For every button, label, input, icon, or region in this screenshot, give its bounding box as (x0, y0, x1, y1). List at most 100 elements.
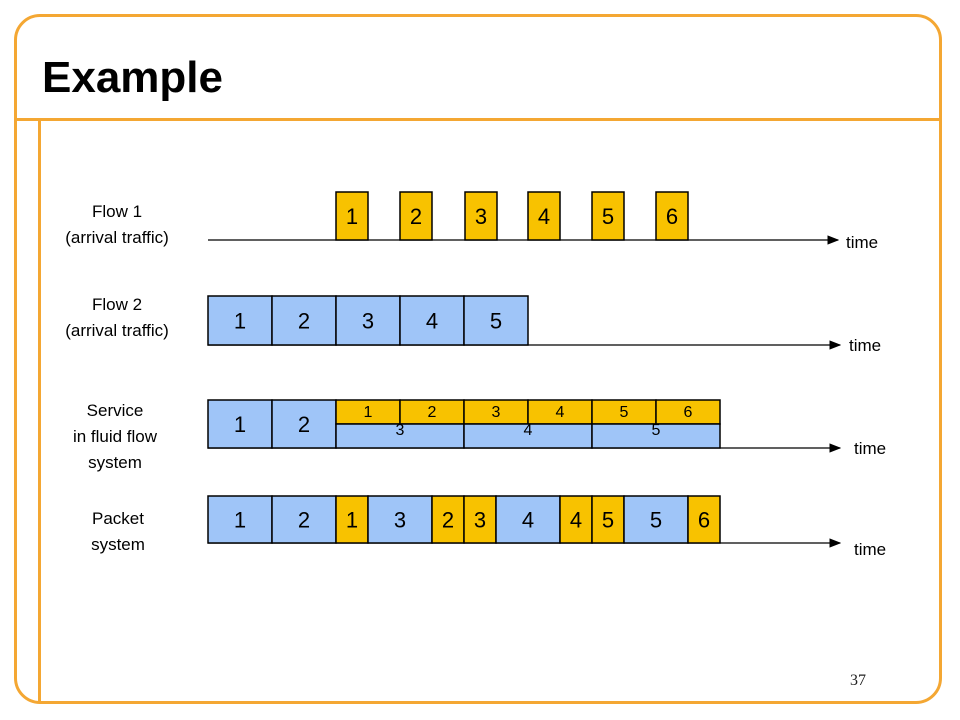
flow2-packet: 5 (463, 295, 529, 346)
flow2-label-line2: (arrival traffic) (65, 321, 169, 340)
fluid-flow1-shared-label: 1 (364, 404, 373, 421)
packet-system-packet: 1 (207, 495, 273, 544)
flow2-packet: 4 (399, 295, 465, 346)
fluid-flow1-shared: 6 (655, 399, 721, 425)
flow2-packet-label: 5 (490, 308, 502, 333)
fluid-label: Service in fluid flow system (35, 398, 195, 476)
packet-system-packet: 6 (687, 495, 721, 544)
packet-system-packet-label: 4 (522, 507, 534, 532)
flow1-packet-rect (591, 191, 625, 241)
flow2-packet: 2 (271, 295, 337, 346)
packet-system-packet: 4 (495, 495, 561, 544)
flow2-label: Flow 2 (arrival traffic) (37, 292, 197, 344)
fluid-flow2-shared: 4 (463, 422, 593, 449)
flow2-packet-label: 3 (362, 308, 374, 333)
packet-system-packet-label: 3 (394, 507, 406, 532)
fluid-flow1-shared-rect (527, 399, 593, 425)
packet-system-packet-label: 6 (698, 507, 710, 532)
fluid-flow1-shared-label: 2 (428, 404, 437, 421)
flow2-time-label: time (849, 336, 882, 355)
packet-label-line1: Packet (92, 509, 144, 528)
packet-system-packet-label: 2 (442, 507, 454, 532)
flow1-packet-rect (464, 191, 498, 241)
packet-system-packet-label: 1 (234, 507, 246, 532)
packet-system-packet-rect (623, 495, 689, 544)
flow1-packet: 3 (464, 191, 498, 241)
flow1-time-label: time (846, 233, 879, 252)
packet-system-packet-rect (271, 495, 337, 544)
title-divider (16, 118, 940, 121)
packet-system-packet: 3 (463, 495, 497, 544)
fluid-flow1-shared: 2 (399, 399, 465, 425)
fluid-flow2-full: 2 (271, 399, 337, 449)
page-number: 37 (850, 672, 866, 689)
packet-system-packet: 4 (559, 495, 593, 544)
fluid-flow2-full: 1 (207, 399, 273, 449)
fluid-flow2-shared: 5 (591, 422, 721, 449)
packet-system-packet-rect (335, 495, 369, 544)
packet-system-packet-label: 3 (474, 507, 486, 532)
packet-system-packet-label: 4 (570, 507, 582, 532)
fluid-flow1-shared-rect (655, 399, 721, 425)
fluid-time-label: time (854, 439, 887, 458)
packet-system-packet-rect (591, 495, 625, 544)
fluid-flow2-shared-label: 4 (524, 422, 533, 439)
flow1-packet: 5 (591, 191, 625, 241)
fluid-flow1-shared-label: 5 (620, 404, 629, 421)
left-accent-line (38, 121, 41, 703)
flow1-packet: 1 (335, 191, 369, 241)
packet-time-label: time (854, 540, 887, 559)
fluid-flow1-shared: 1 (335, 399, 401, 425)
packet-system-packet: 3 (367, 495, 433, 544)
flow1-packet-label: 1 (346, 204, 358, 229)
slide-frame (14, 14, 942, 704)
fluid-flow1-shared: 3 (463, 399, 529, 425)
flow2-packet-label: 2 (298, 308, 310, 333)
fluid-flow2-shared-label: 3 (396, 422, 405, 439)
flow2-packet-rect (335, 295, 401, 346)
flow2-packet-rect (207, 295, 273, 346)
flow1-packet: 6 (655, 191, 689, 241)
flow1-label: Flow 1 (arrival traffic) (37, 199, 197, 251)
fluid-flow1-shared-rect (399, 399, 465, 425)
flow1-packet-label: 4 (538, 204, 550, 229)
packet-system-packet-rect (367, 495, 433, 544)
fluid-flow1-shared-label: 6 (684, 404, 693, 421)
flow1-packet-label: 5 (602, 204, 614, 229)
packet-system-packet-label: 2 (298, 507, 310, 532)
fluid-flow1-shared: 4 (527, 399, 593, 425)
fluid-flow2-full-label: 1 (234, 412, 246, 437)
fluid-flow2-shared: 3 (335, 422, 465, 449)
packet-system-packet: 5 (623, 495, 689, 544)
packet-system-packet-rect (207, 495, 273, 544)
fluid-label-line3: system (88, 453, 142, 472)
fluid-flow2-shared-rect (335, 423, 465, 449)
packet-system-packet: 2 (271, 495, 337, 544)
flow2-label-line1: Flow 2 (91, 295, 143, 314)
packet-system-packet-rect (463, 495, 497, 544)
flow1-packet-label: 6 (666, 204, 678, 229)
fluid-flow2-shared-label: 5 (652, 422, 661, 439)
fluid-flow2-full-rect (271, 399, 337, 449)
flow2-packet: 3 (335, 295, 401, 346)
flow2-packet-rect (271, 295, 337, 346)
flow2-packet-label: 1 (234, 308, 246, 333)
flow2-packet-label: 4 (426, 308, 438, 333)
fluid-flow1-shared-label: 4 (556, 404, 565, 421)
packet-system-packet-rect (495, 495, 561, 544)
packet-system-packet: 1 (335, 495, 369, 544)
fluid-label-line2: in fluid flow (72, 427, 158, 446)
packet-system-packet-label: 5 (650, 507, 662, 532)
flow1-packet-rect (399, 191, 433, 241)
fluid-flow1-shared-rect (463, 399, 529, 425)
flow1-label-line2: (arrival traffic) (65, 228, 169, 247)
flow1-packet-label: 2 (410, 204, 422, 229)
flow2-packet-rect (399, 295, 465, 346)
fluid-label-line1: Service (86, 401, 144, 420)
slide-title: Example (42, 53, 223, 102)
packet-system-packet-label: 1 (346, 507, 358, 532)
packet-system-packet-rect (687, 495, 721, 544)
flow1-label-line1: Flow 1 (91, 202, 143, 221)
packet-system-packet: 5 (591, 495, 625, 544)
